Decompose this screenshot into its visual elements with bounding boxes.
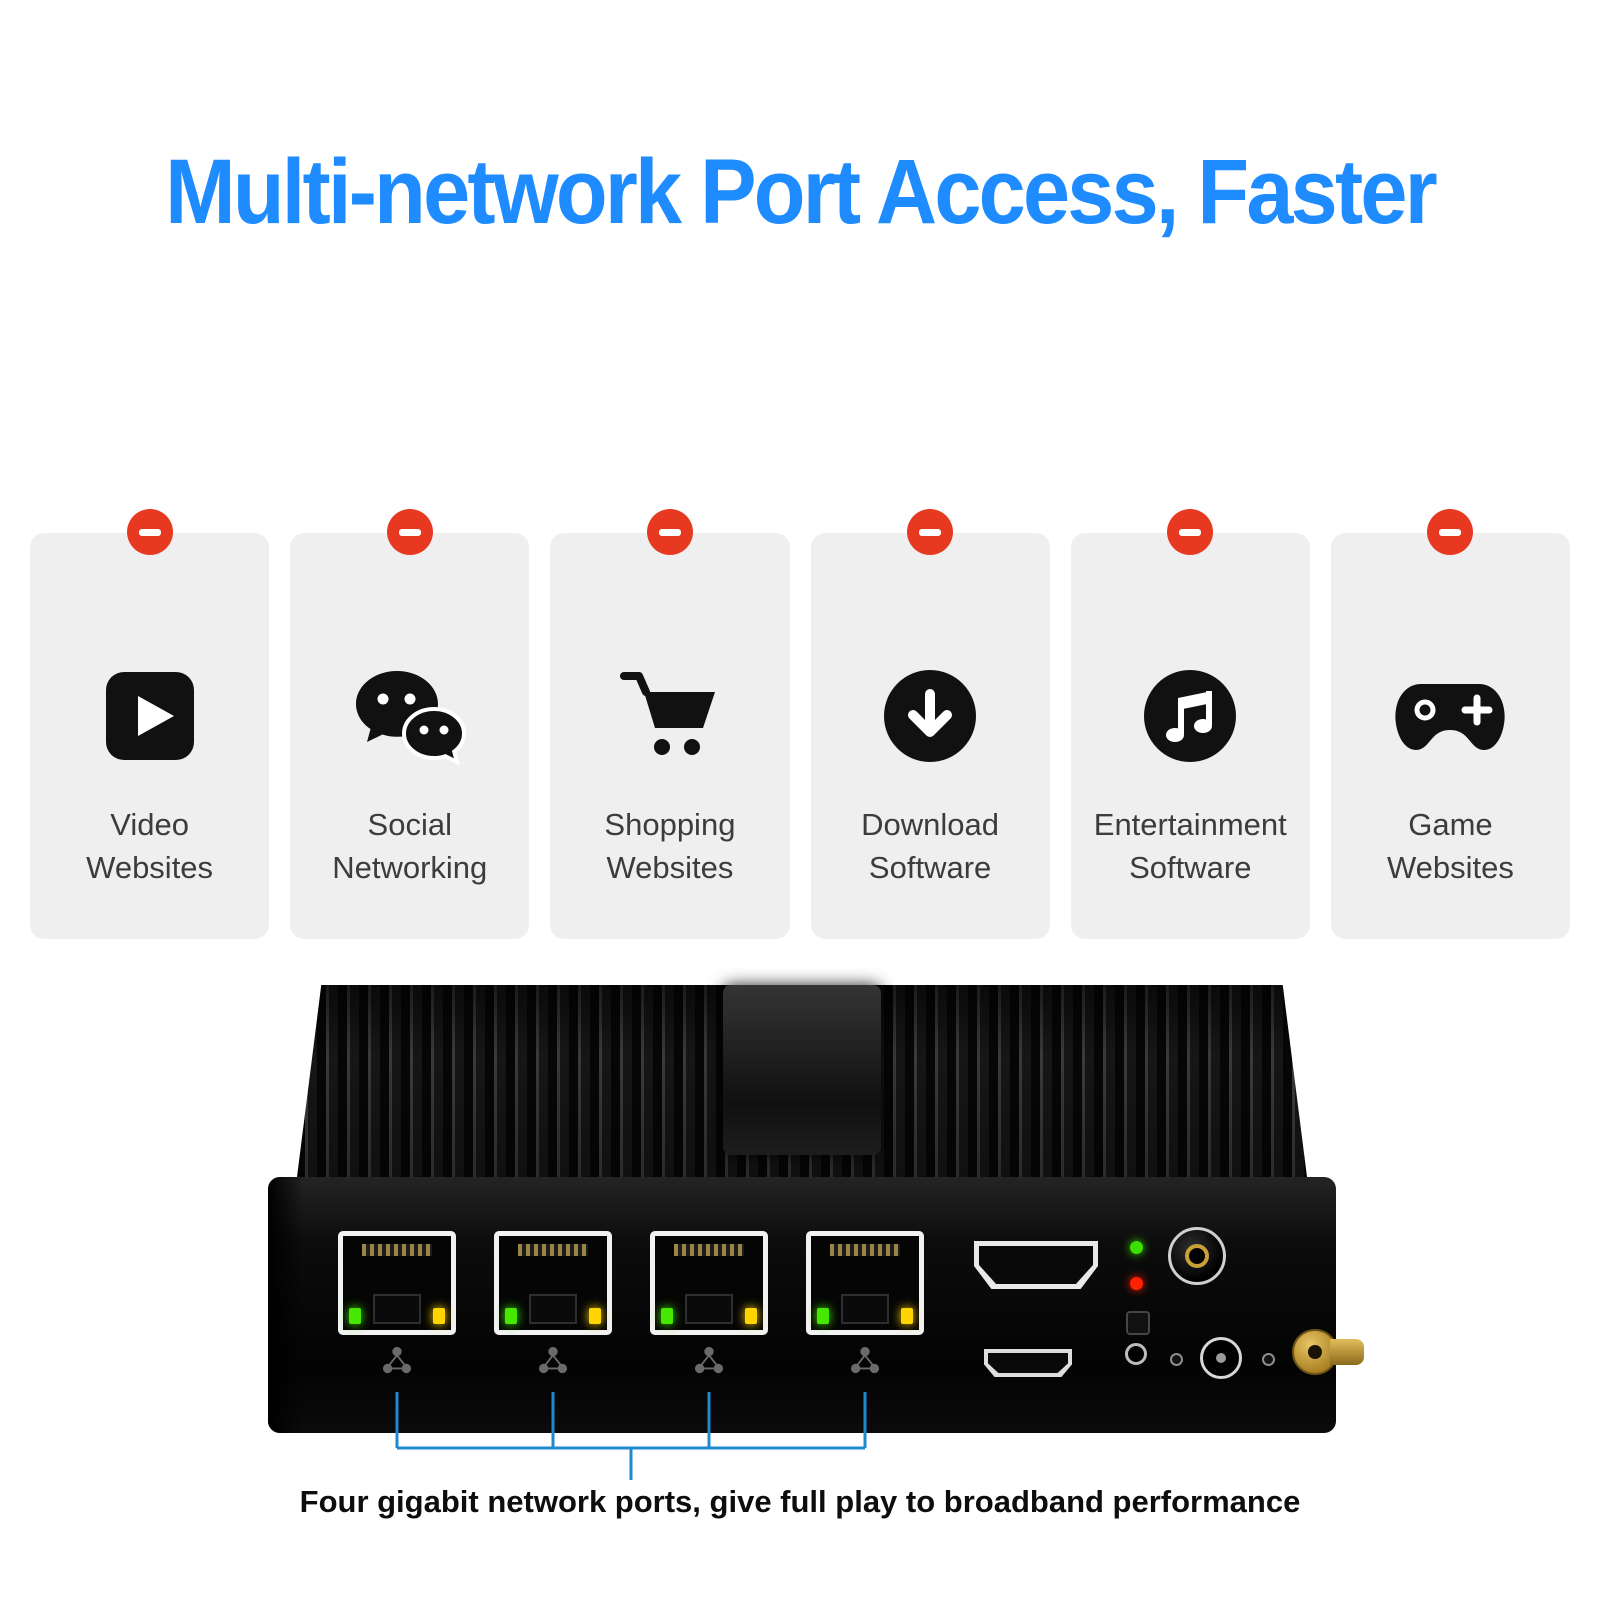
card-label-line1: Game [1408,807,1493,842]
network-icon [338,1345,456,1375]
rj45-pins [674,1244,744,1256]
ethernet-port-4 [806,1231,924,1335]
minus-badge [646,509,693,555]
rj45-pins [518,1244,588,1256]
card-label-line1: Download [861,807,1000,842]
antenna-sma-stub [1330,1339,1364,1365]
card-label-line1: Entertainment [1093,807,1287,842]
minus-badge [1427,509,1474,555]
network-icon [650,1345,768,1375]
power-led-green [1130,1241,1143,1254]
link-led-green [661,1308,673,1324]
audio-jack [1125,1343,1147,1365]
feature-cards: Video Websites Social Networking [30,509,1571,939]
ethernet-port-2 [494,1231,612,1335]
minus-badge [126,509,173,555]
minus-badge [386,509,433,555]
minus-badge [907,509,954,555]
shopping-cart-icon [618,655,722,777]
card-label: Entertainment Software [1094,803,1287,889]
wechat-icon [352,655,468,777]
minus-icon [1179,528,1202,536]
card-label-line2: Software [868,850,992,885]
card-label-line2: Websites [1386,850,1514,885]
dc-power-jack [1200,1337,1242,1379]
card-label: Game Websites [1387,803,1514,889]
activity-led-yellow [901,1308,913,1324]
link-led-green [349,1308,361,1324]
card-label-line1: Social [367,807,452,842]
activity-led-yellow [745,1308,757,1324]
card-download-software: Download Software [810,509,1050,939]
card-social-networking: Social Networking [290,509,530,939]
card-label-line1: Shopping [604,807,736,842]
minus-icon [658,528,681,536]
card-label-line2: Software [1129,850,1252,885]
optical-jack [1126,1311,1150,1335]
minus-icon [1439,528,1462,536]
network-icon [806,1345,924,1375]
rj45-clip-slot [841,1294,889,1324]
ports-caption: Four gigabit network ports, give full pl… [299,1484,1301,1519]
mini-pc-rear-photo [268,985,1364,1433]
card-label-line2: Websites [86,850,214,885]
link-led-green [505,1308,517,1324]
activity-led-yellow [433,1308,445,1324]
micro-hdmi-port [984,1349,1072,1377]
rj45-pins [362,1244,432,1256]
top-handle [723,985,881,1155]
gamepad-icon [1389,655,1511,777]
card-label: Social Networking [332,803,487,889]
card-label: Video Websites [86,803,213,889]
ethernet-port-3 [650,1231,768,1335]
card-label-line2: Networking [332,850,488,885]
card-label: Download Software [861,803,999,889]
card-video-websites: Video Websites [30,509,270,939]
minus-icon [919,528,942,536]
minus-icon [138,528,161,536]
card-entertainment-software: Entertainment Software [1070,509,1310,939]
minus-badge [1167,509,1214,555]
hdmi-port [974,1241,1098,1289]
card-game-websites: Game Websites [1330,509,1571,939]
rj45-clip-slot [529,1294,577,1324]
screw [1170,1353,1183,1366]
music-note-icon [1138,655,1242,777]
rj45-clip-slot [373,1294,421,1324]
ethernet-port-1 [338,1231,456,1335]
play-icon [100,655,200,777]
link-led-green [817,1308,829,1324]
card-label-line2: Websites [606,850,734,885]
hdmi-slot [979,1246,1093,1284]
micro-hdmi-slot [988,1353,1068,1373]
status-led-red [1130,1277,1143,1290]
activity-led-yellow [589,1308,601,1324]
screw [1262,1353,1275,1366]
power-connector [1168,1227,1226,1285]
rj45-clip-slot [685,1294,733,1324]
network-icon [494,1345,612,1375]
download-arrow-icon [878,655,982,777]
callout-bracket [395,1392,867,1480]
card-label: Shopping Websites [604,803,735,889]
card-label-line1: Video [110,807,189,842]
rj45-pins [830,1244,900,1256]
page-title: Multi-network Port Access, Faster [165,141,1438,243]
card-shopping-websites: Shopping Websites [550,509,790,939]
minus-icon [398,528,421,536]
